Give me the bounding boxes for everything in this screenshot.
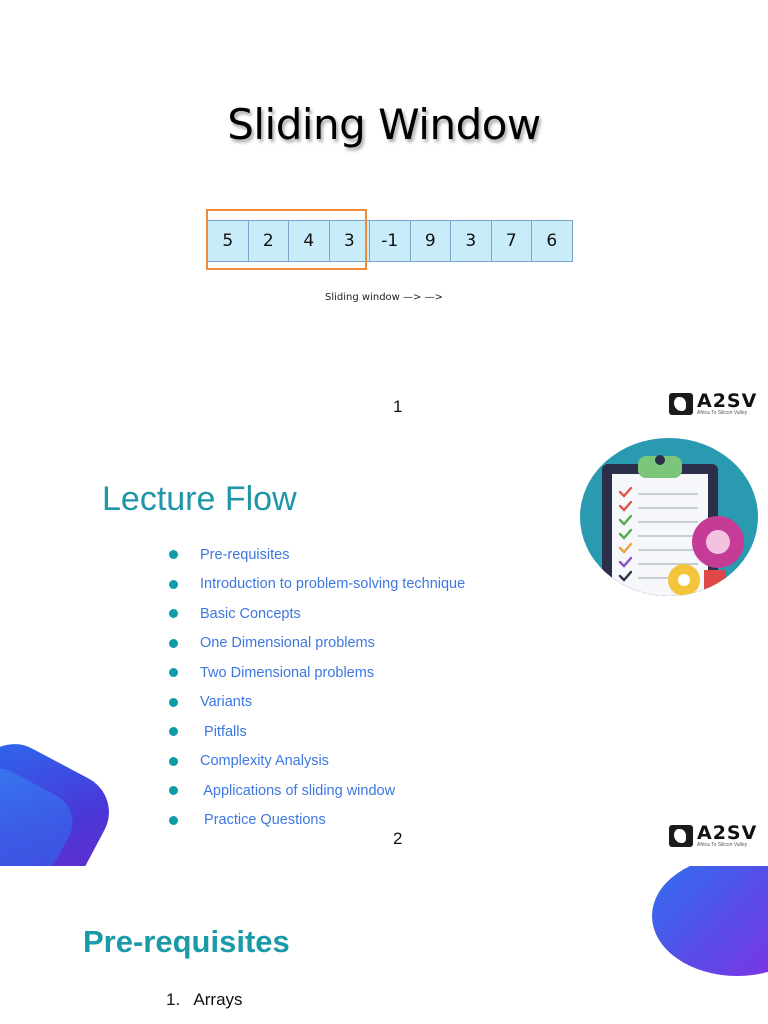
africa-icon [669, 393, 693, 415]
bullet-icon [169, 668, 178, 678]
a2sv-logo: A2SV Africa To Silicon Valley [669, 392, 757, 416]
list-item: Practice Questions [168, 806, 465, 836]
list-item: Basic Concepts [168, 599, 465, 629]
list-item: Complexity Analysis [168, 747, 465, 777]
list-item: Introduction to problem-solving techniqu… [168, 570, 465, 600]
decorative-shape [652, 866, 768, 976]
slide-title: Lecture Flow [102, 480, 297, 518]
slide-2: Lecture Flow Pre-requisites Introduction… [0, 432, 768, 866]
slide-title: Sliding Window [227, 100, 541, 149]
bullet-icon [169, 579, 178, 589]
list-item: 1. Arrays [166, 990, 243, 1009]
list-item: Variants [168, 688, 465, 718]
array-cell: 2 [247, 220, 289, 262]
array-cell: 5 [207, 220, 249, 262]
logo-word: A2SV [697, 390, 758, 412]
bullet-icon [169, 786, 178, 796]
lecture-flow-list: Pre-requisites Introduction to problem-s… [168, 540, 465, 835]
bullet-icon [169, 638, 178, 648]
array-cell: 9 [409, 220, 451, 262]
page-number: 1 [393, 397, 403, 416]
slide-1: Sliding Window 5 2 4 3 -1 9 3 7 6 Slidin… [0, 0, 768, 432]
bullet-icon [169, 756, 178, 766]
bullet-icon [169, 609, 178, 619]
logo-word: A2SV [697, 822, 758, 844]
list-item: Pre-requisites [168, 540, 465, 570]
a2sv-logo: A2SV Africa To Silicon Valley [669, 824, 757, 848]
window-highlight [206, 209, 367, 270]
logo-tagline: Africa To Silicon Valley [697, 842, 748, 848]
array-cell: 7 [490, 220, 532, 262]
clipboard-checklist-icon [580, 438, 758, 596]
array-cell: -1 [369, 220, 411, 262]
bullet-icon [169, 727, 178, 737]
diagram-caption: Sliding window —> —> [325, 292, 443, 303]
bullet-icon [169, 815, 178, 825]
array-diagram: 5 2 4 3 -1 9 3 7 6 [207, 220, 573, 262]
slide-3: Pre-requisites 1. Arrays [0, 866, 768, 1024]
list-item: Applications of sliding window [168, 776, 465, 806]
logo-tagline: Africa To Silicon Valley [697, 410, 748, 416]
list-item: Pitfalls [168, 717, 465, 747]
array-cell: 6 [531, 220, 573, 262]
africa-icon [669, 825, 693, 847]
page-number: 2 [393, 829, 403, 848]
bullet-icon [169, 550, 178, 560]
list-item: Two Dimensional problems [168, 658, 465, 688]
slide-title: Pre-requisites [83, 924, 290, 959]
list-item: One Dimensional problems [168, 629, 465, 659]
array-cell: 3 [450, 220, 492, 262]
bullet-icon [169, 697, 178, 707]
